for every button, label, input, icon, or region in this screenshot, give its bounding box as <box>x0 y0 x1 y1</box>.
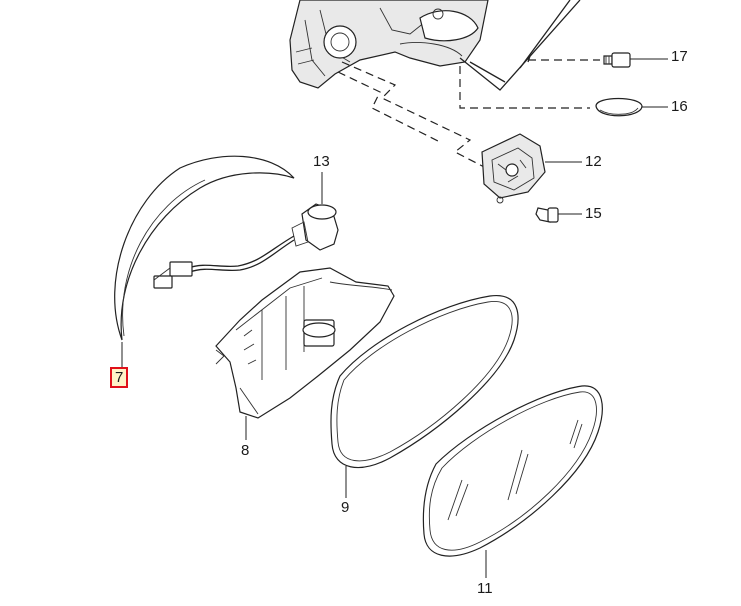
part-label-12: 12 <box>584 153 603 170</box>
part-label-15: 15 <box>584 205 603 222</box>
part-7-mirror-cover <box>114 155 295 368</box>
part-label-8: 8 <box>240 442 251 459</box>
part-11-mirror-glass <box>422 385 603 578</box>
part-label-11: 11 <box>476 580 494 597</box>
assembly-dashed-lines <box>337 59 600 171</box>
part-label-17: 17 <box>670 48 689 65</box>
part-8-mirror-frame <box>215 267 395 440</box>
part-label-7[interactable]: 7 <box>110 367 129 388</box>
part-label-9: 9 <box>340 499 351 516</box>
part-17-screw <box>603 52 668 68</box>
part-13-turn-signal-lamp <box>153 172 339 289</box>
part-15-screw <box>535 207 582 223</box>
part-16-cap <box>595 97 668 117</box>
part-label-13: 13 <box>312 153 331 170</box>
mirror-base-assembly <box>289 0 581 91</box>
part-label-16: 16 <box>670 98 689 115</box>
part-9-backing-plate <box>330 295 519 498</box>
part-12-adjuster-motor <box>481 133 582 204</box>
